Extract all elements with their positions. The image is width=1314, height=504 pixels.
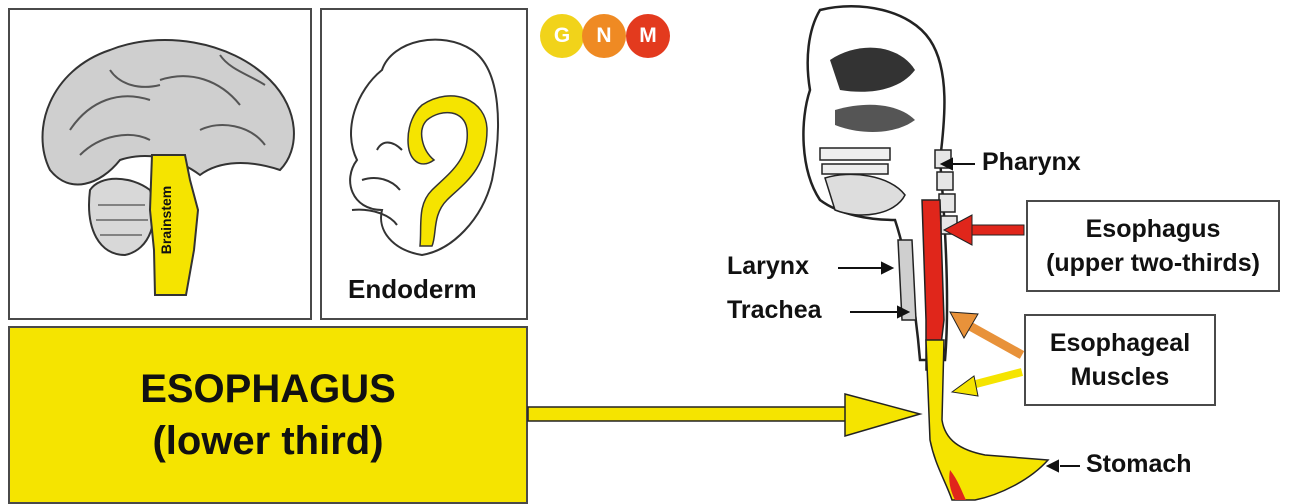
esophagus-upper-box: Esophagus (upper two-thirds) bbox=[1026, 200, 1280, 292]
pharynx-label: Pharynx bbox=[982, 148, 1081, 177]
larynx-label: Larynx bbox=[727, 252, 809, 281]
teeth-icon bbox=[820, 148, 890, 160]
esophageal-muscles-line1: Esophageal bbox=[1050, 326, 1190, 360]
trachea-label: Trachea bbox=[727, 296, 822, 325]
arrow-yellow-big-icon bbox=[528, 394, 920, 436]
esophagus-upper-line1: Esophagus bbox=[1086, 212, 1221, 246]
esophageal-muscles-line2: Muscles bbox=[1071, 360, 1170, 394]
arrow-orange-icon bbox=[950, 312, 1022, 355]
esophageal-muscles-box: Esophageal Muscles bbox=[1024, 314, 1216, 406]
arrow-yellow-small-icon bbox=[952, 372, 1022, 396]
esophagus-upper-line2: (upper two-thirds) bbox=[1046, 246, 1260, 280]
stomach-label: Stomach bbox=[1086, 450, 1192, 479]
